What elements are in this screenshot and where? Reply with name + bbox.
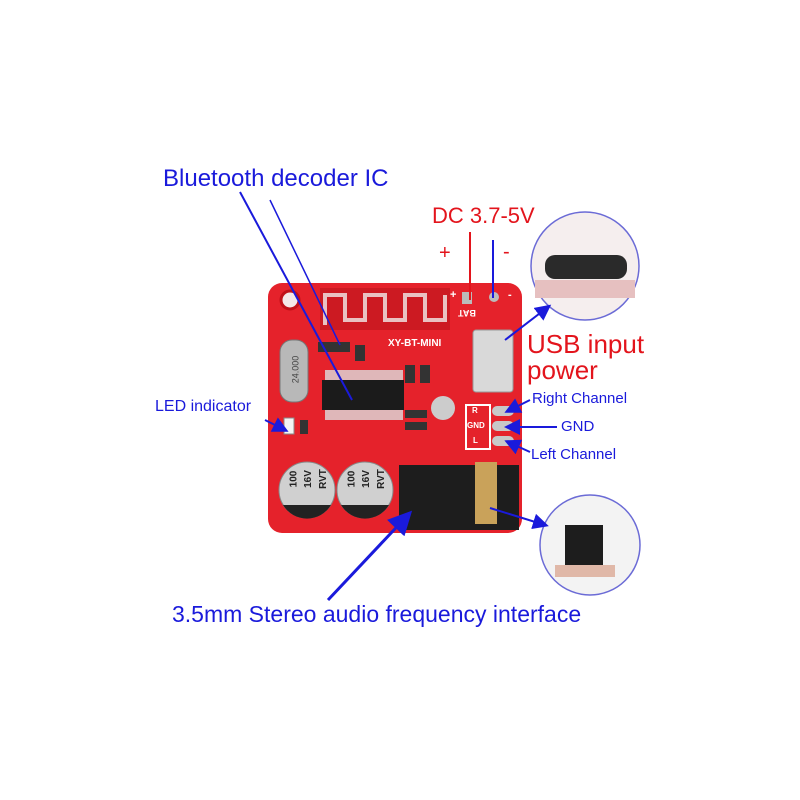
bluetooth-ic-label: Bluetooth decoder IC: [163, 165, 389, 192]
pad-gnd-label: GND: [467, 421, 485, 430]
minus-label: -: [503, 241, 510, 263]
pad-minus: -: [508, 289, 512, 301]
led-indicator-label: LED indicator: [155, 398, 252, 415]
plus-label: +: [439, 242, 451, 264]
bat-label: BAT: [458, 308, 476, 318]
bluetooth-ic: [322, 380, 404, 410]
right-channel-label: Right Channel: [532, 390, 628, 407]
usb-power-label: power: [527, 355, 598, 385]
cap2-text: 100: [346, 470, 358, 488]
left-channel-label: Left Channel: [531, 446, 617, 463]
pad-r-label: R: [472, 406, 478, 415]
mount-hole: [279, 289, 301, 311]
dc-voltage-label: DC 3.7-5V: [432, 203, 535, 228]
audio-jack: [399, 465, 519, 530]
pad-plus: +: [450, 289, 457, 301]
cap2-voltage: 16V: [360, 470, 372, 488]
usb-input-label: USB input: [527, 329, 645, 359]
ic-pointer: [239, 191, 353, 401]
audio-jack-label: 3.5mm Stereo audio frequency interface: [172, 601, 582, 627]
led: [283, 417, 295, 435]
crystal-label: 24.000: [290, 355, 301, 384]
usb-port: [472, 329, 514, 393]
gnd-label: GND: [561, 418, 595, 435]
cap1-text: 100: [288, 470, 300, 488]
board-model: XY-BT-MINI: [388, 338, 442, 349]
cap1-series: RVT: [317, 469, 329, 489]
cap2-series: RVT: [375, 469, 387, 489]
crystal: [279, 339, 309, 403]
pad-l-label: L: [473, 436, 478, 445]
cap1-voltage: 16V: [302, 470, 314, 488]
